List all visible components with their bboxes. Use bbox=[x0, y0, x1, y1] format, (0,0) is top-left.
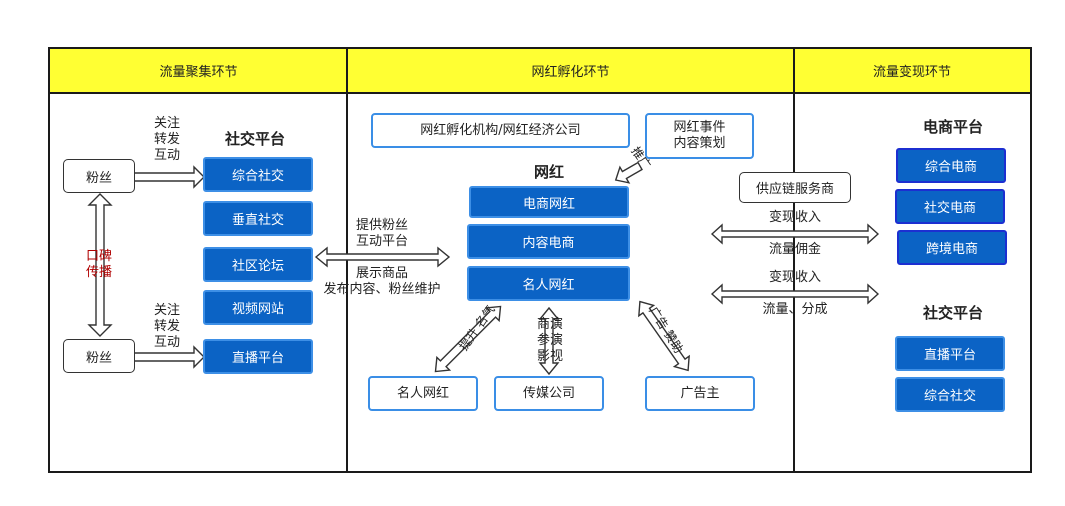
arrow-boost-fame bbox=[434, 305, 502, 373]
arrow-fans-bottom bbox=[129, 345, 205, 369]
social-item-comprehensive: 综合社交 bbox=[203, 157, 313, 192]
social-item-video: 视频网站 bbox=[203, 290, 313, 325]
social-item-vertical: 垂直社交 bbox=[203, 201, 313, 236]
influencer-content-ecommerce: 内容电商 bbox=[467, 224, 630, 259]
social-platform-title-left: 社交平台 bbox=[224, 130, 285, 148]
arrow-promotion bbox=[614, 161, 643, 184]
incubation-agency-box: 网红孵化机构/网红经济公司 bbox=[371, 113, 630, 148]
arrow-fans-top bbox=[129, 165, 205, 189]
arrow-monetization-1 bbox=[710, 223, 880, 245]
social-platform-title-right: 社交平台 bbox=[922, 304, 983, 322]
performance-label: 商演参演影视 bbox=[536, 317, 563, 364]
action-label-top: 关注转发互动 bbox=[153, 116, 180, 163]
arrow-ad-sponsor bbox=[638, 300, 690, 372]
right-social-live: 直播平台 bbox=[895, 336, 1005, 371]
arrow-monetization-2 bbox=[710, 283, 880, 305]
arrow-performance bbox=[538, 306, 560, 376]
action-label-bottom: 关注转发互动 bbox=[153, 303, 180, 350]
monetization-label-1-top: 变现收入 bbox=[768, 210, 821, 225]
arrow-word-of-mouth bbox=[87, 193, 113, 337]
column-divider-2 bbox=[793, 49, 795, 471]
monetization-label-2-top: 变现收入 bbox=[768, 270, 821, 285]
header-traffic-gathering: 流量聚集环节 bbox=[50, 49, 347, 94]
right-social-comprehensive: 综合社交 bbox=[895, 377, 1005, 412]
header-influencer-incubation: 网红孵化环节 bbox=[347, 49, 794, 94]
influencer-ecommerce: 电商网红 bbox=[469, 186, 629, 218]
social-item-forum: 社区论坛 bbox=[203, 247, 313, 282]
monetization-label-1-bottom: 流量佣金 bbox=[768, 242, 821, 257]
influencer-celebrity: 名人网红 bbox=[467, 266, 630, 301]
fans-box-bottom: 粉丝 bbox=[63, 339, 135, 373]
bottom-celebrity-box: 名人网红 bbox=[368, 376, 478, 411]
fans-box-top: 粉丝 bbox=[63, 159, 135, 193]
supply-chain-box: 供应链服务商 bbox=[739, 172, 851, 203]
provide-platform-label: 提供粉丝互动平台 bbox=[355, 218, 408, 249]
media-company-box: 传媒公司 bbox=[494, 376, 604, 411]
influencer-title: 网红 bbox=[533, 163, 564, 181]
advertiser-box: 广告主 bbox=[645, 376, 755, 411]
ecom-item-crossborder: 跨境电商 bbox=[897, 230, 1007, 265]
ecom-item-social: 社交电商 bbox=[895, 189, 1005, 224]
arrow-platform-influencer bbox=[314, 246, 451, 268]
monetization-label-2-bottom: 流量、分成 bbox=[762, 302, 828, 317]
social-item-live: 直播平台 bbox=[203, 339, 313, 374]
word-of-mouth-label: 口碑传播 bbox=[85, 249, 112, 280]
event-planning-box: 网红事件内容策划 bbox=[645, 113, 754, 159]
ecommerce-platform-title: 电商平台 bbox=[922, 118, 983, 136]
header-traffic-monetization: 流量变现环节 bbox=[794, 49, 1030, 94]
display-products-label: 展示商品发布内容、粉丝维护 bbox=[323, 266, 441, 297]
ecom-item-comprehensive: 综合电商 bbox=[896, 148, 1006, 183]
